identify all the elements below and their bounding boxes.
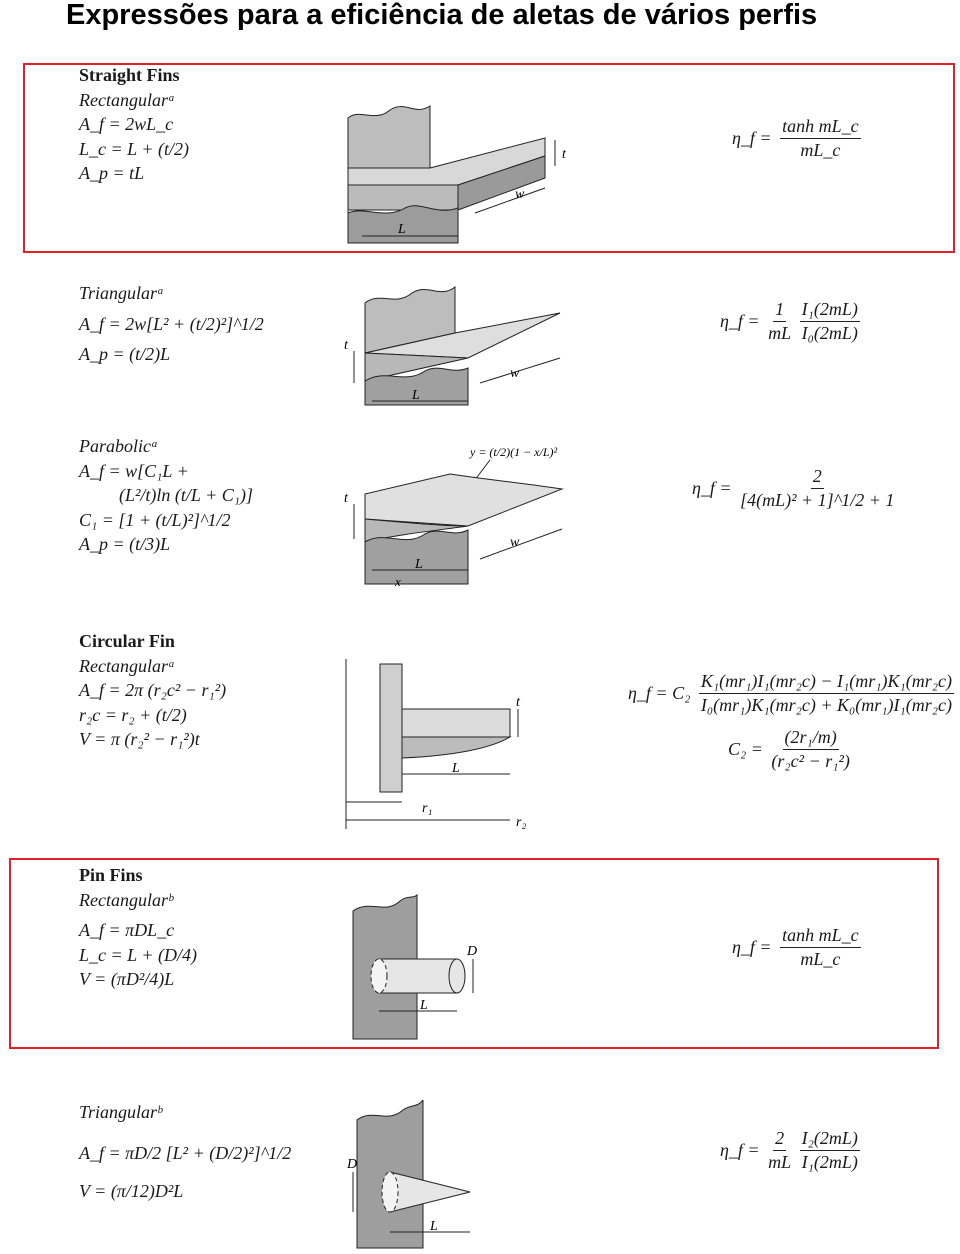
section-straight-triangular: Triangularᵃ A_f = 2w[L² + (t/2)²]^1/2 A_…: [0, 281, 960, 421]
highlight-box-pin-rectangular: [9, 858, 939, 1049]
formula-block: Straight Fins Rectangularᵃ A_f = 2wL_c L…: [79, 63, 189, 186]
label-D: D: [466, 944, 477, 959]
section-subtitle: Rectangularᵃ: [79, 89, 176, 110]
highlight-box-straight-rectangular: [23, 63, 955, 253]
c2-formula: C₂ = (2r₁/m)(r₂c² − r₁²): [728, 727, 850, 771]
label-t: t: [516, 695, 521, 710]
section-subtitle: Parabolicᵃ: [79, 436, 159, 456]
formula-block: Triangularᵇ A_f = πD/2 [L² + (D/2)²]^1/2…: [79, 1100, 291, 1204]
formula-line: r₂c = r₂ + (t/2): [79, 704, 187, 725]
formula-line: L_c = L + (t/2): [79, 138, 189, 159]
section-straight-parabolic: Parabolicᵃ A_f = w[C₁L + (L²/t)ln (t/L +…: [0, 434, 960, 594]
formula-block: Triangularᵃ A_f = 2w[L² + (t/2)²]^1/2 A_…: [79, 281, 264, 367]
formula-line: A_f = 2w[L² + (t/2)²]^1/2: [79, 313, 264, 334]
label-L: L: [411, 388, 420, 403]
formula-line: A_p = tL: [79, 163, 145, 183]
section-subtitle: Triangularᵃ: [79, 283, 165, 303]
straight-parabolic-fin-figure: y = (t/2)(1 − x/L)² t L x w: [344, 445, 564, 589]
formula-line: C₁ = [1 + (t/L)²]^1/2: [79, 509, 231, 530]
formula-line: A_f = πD/2 [L² + (D/2)²]^1/2: [79, 1142, 292, 1163]
straight-rectangular-fin-figure: L t w: [347, 105, 567, 244]
efficiency-formula: η_f = 2[4(mL)² + 1]^1/2 + 1: [692, 466, 895, 510]
section-circular-fin: Circular Fin Rectangularᵃ A_f = 2π (r₂c²…: [0, 629, 960, 829]
section-straight-rectangular: Straight Fins Rectangularᵃ A_f = 2wL_c L…: [0, 63, 960, 253]
page-title: Expressões para a eficiência de aletas d…: [66, 0, 818, 31]
section-subtitle: Rectangularᵇ: [79, 889, 173, 910]
efficiency-formula: η_f = C₂ K₁(mr₁)I₁(mr₂c) − I₁(mr₁)K₁(mr₂…: [628, 671, 954, 715]
formula-line: V = (π/12)D²L: [79, 1181, 184, 1201]
section-subtitle: Triangularᵇ: [79, 1102, 162, 1122]
straight-triangular-fin-figure: t L w: [344, 285, 561, 406]
formula-line: A_f = w[C₁L +: [79, 460, 189, 481]
label-L: L: [414, 557, 423, 572]
formula-line: A_p = (t/3)L: [79, 534, 171, 554]
section-subtitle: Rectangularᵃ: [79, 655, 176, 676]
label-L: L: [451, 761, 460, 776]
formula-line: A_f = 2π (r₂c² − r₁²): [79, 680, 227, 700]
pin-rectangular-fin-figure: D L: [352, 893, 477, 1040]
label-t: t: [562, 147, 567, 162]
label-w: w: [510, 535, 520, 550]
label-w: w: [510, 366, 520, 381]
formula-line: V = (πD²/4)L: [79, 969, 175, 989]
formula-line: A_p = (t/2)L: [79, 344, 171, 364]
section-heading: Straight Fins: [79, 65, 180, 85]
section-pin-triangular: Triangularᵇ A_f = πD/2 [L² + (D/2)²]^1/2…: [0, 1100, 960, 1254]
label-w: w: [515, 187, 525, 202]
label-L: L: [429, 1219, 438, 1234]
label-L: L: [397, 222, 406, 237]
circular-fin-figure: t L r₁ r₂: [345, 659, 526, 829]
section-pin-rectangular: Pin Fins Rectangularᵇ A_f = πDL_c L_c = …: [0, 863, 960, 1043]
label-r1: r₁: [422, 801, 432, 816]
formula-line: (L²/t)ln (t/L + C₁)]: [119, 485, 253, 505]
pin-triangular-fin-figure: D L: [346, 1100, 471, 1249]
formula-line: V = π (r₂² − r₁²)t: [79, 729, 200, 749]
formula-block: Parabolicᵃ A_f = w[C₁L + (L²/t)ln (t/L +…: [79, 434, 253, 557]
label-x: x: [394, 574, 401, 589]
label-y-profile: y = (t/2)(1 − x/L)²: [469, 445, 558, 459]
formula-line: A_f = πDL_c: [79, 920, 175, 940]
label-t: t: [344, 491, 349, 506]
section-heading: Circular Fin: [79, 631, 175, 651]
label-D: D: [346, 1157, 357, 1172]
formula-line: L_c = L + (D/4): [79, 944, 197, 965]
label-L: L: [419, 998, 428, 1013]
label-r2: r₂: [516, 815, 526, 829]
formula-line: A_f = 2wL_c: [79, 114, 174, 134]
formula-block: Circular Fin Rectangularᵃ A_f = 2π (r₂c²…: [79, 629, 226, 752]
formula-block: Pin Fins Rectangularᵇ A_f = πDL_c L_c = …: [79, 863, 197, 992]
section-heading: Pin Fins: [79, 865, 143, 885]
label-t: t: [344, 338, 349, 353]
